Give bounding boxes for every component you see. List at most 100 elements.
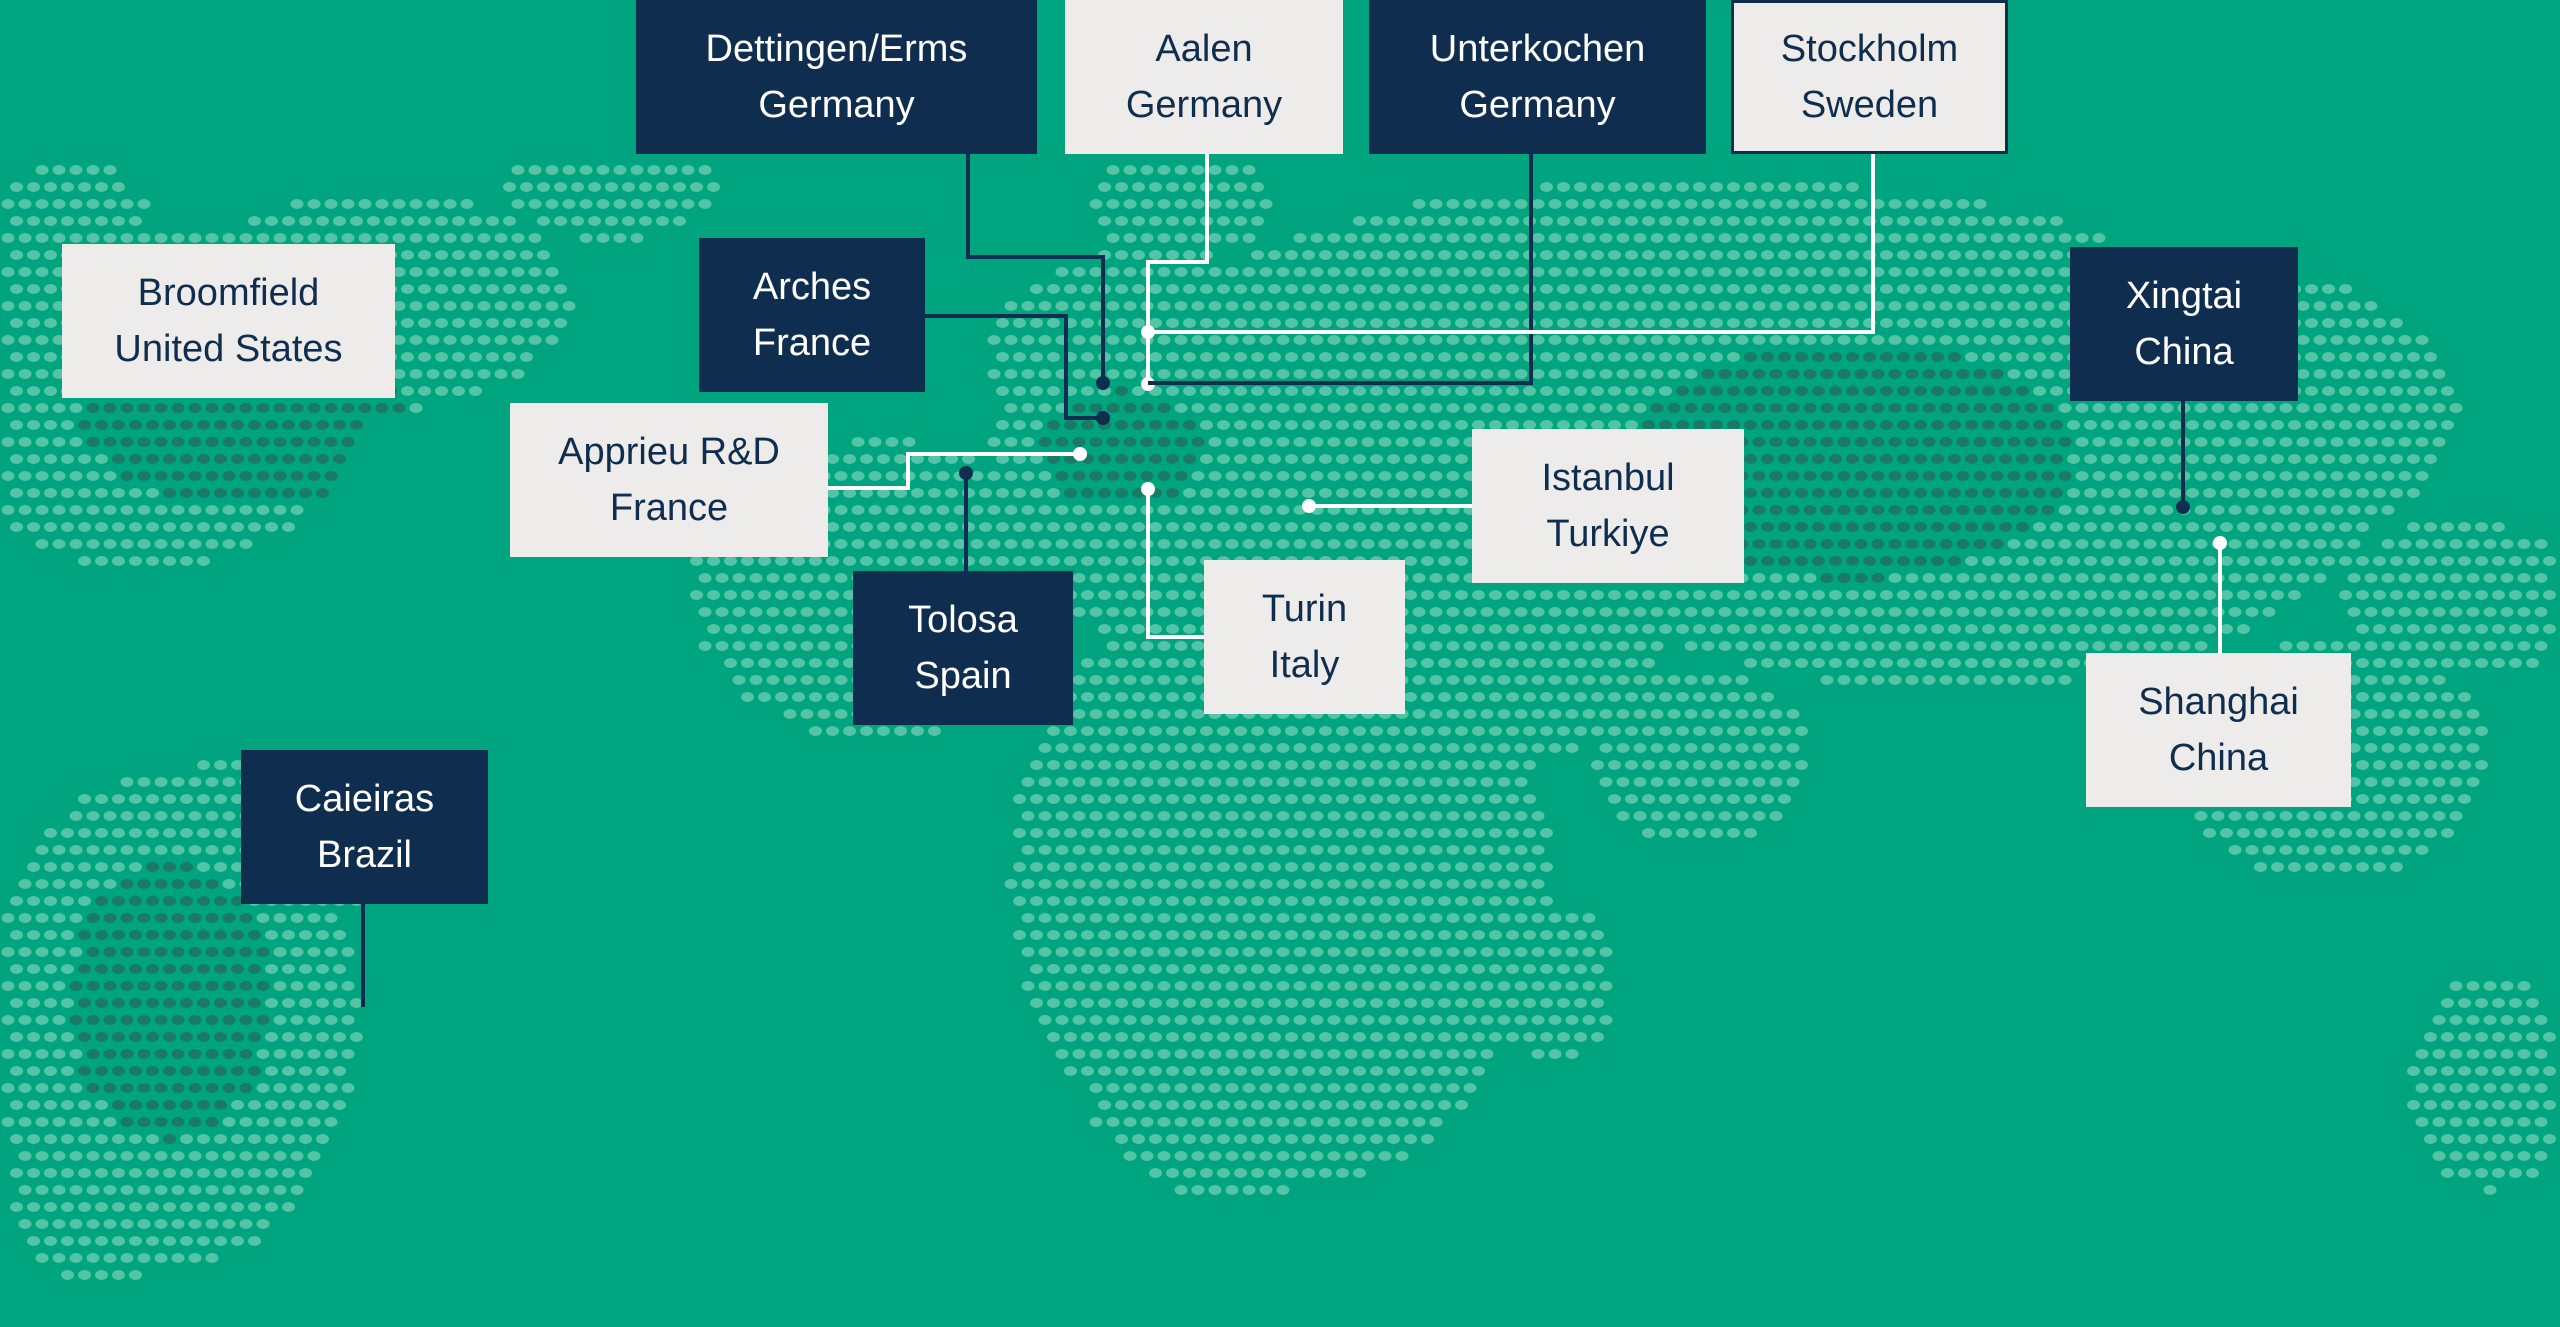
land-dot <box>1608 760 1621 770</box>
land-dot <box>1701 675 1715 685</box>
land-dot <box>953 539 967 549</box>
land-dot <box>2092 607 2106 617</box>
land-dot <box>1072 845 1086 855</box>
land-dot <box>120 437 134 447</box>
land-dot <box>1795 760 1808 770</box>
land-dot <box>137 981 151 991</box>
land-dot <box>27 420 40 430</box>
land-dot <box>197 556 210 566</box>
land-dot <box>265 454 278 464</box>
land-dot <box>1353 318 1366 328</box>
land-dot <box>1302 352 1315 362</box>
land-dot <box>1599 369 1613 379</box>
land-dot <box>1251 964 1264 974</box>
land-dot <box>1361 743 1375 753</box>
land-dot <box>1744 318 1757 328</box>
land-dot <box>2143 471 2157 481</box>
land-dot <box>1285 1168 1298 1178</box>
land-dot <box>681 199 695 209</box>
land-dot <box>1132 1066 1145 1076</box>
land-dot <box>1115 284 1128 294</box>
land-dot <box>86 403 100 413</box>
land-dot <box>1718 675 1732 685</box>
land-dot <box>1174 811 1188 821</box>
land-dot <box>1336 1134 1349 1144</box>
land-dot <box>1140 675 1154 685</box>
land-dot <box>52 1049 66 1059</box>
land-dot <box>1727 794 1740 804</box>
land-dot <box>1183 998 1196 1008</box>
land-dot <box>1523 1032 1536 1042</box>
land-dot <box>1 437 15 447</box>
land-dot <box>562 165 576 175</box>
land-dot <box>945 522 958 532</box>
land-dot <box>1285 930 1298 940</box>
land-dot <box>163 1134 176 1144</box>
land-dot <box>2118 420 2131 430</box>
land-dot <box>996 522 1009 532</box>
land-dot <box>1616 335 1630 345</box>
land-dot <box>1667 709 1681 719</box>
land-dot <box>418 216 431 226</box>
land-dot <box>1404 216 1417 226</box>
land-dot <box>1480 981 1494 991</box>
land-dot <box>1319 250 1332 260</box>
land-dot <box>1310 913 1324 923</box>
land-dot <box>256 1049 270 1059</box>
land-dot <box>401 216 414 226</box>
land-dot <box>188 1185 202 1195</box>
land-dot <box>1446 267 1460 277</box>
land-dot <box>103 879 117 889</box>
land-dot <box>1854 505 1868 515</box>
land-dot <box>2177 641 2191 651</box>
land-dot <box>299 964 312 974</box>
land-dot <box>1412 1015 1426 1025</box>
land-dot <box>1446 811 1460 821</box>
land-dot <box>1489 624 1502 634</box>
land-dot <box>1404 454 1417 464</box>
land-dot <box>2475 658 2488 668</box>
land-dot <box>1200 760 1213 770</box>
land-dot <box>1157 199 1171 209</box>
land-dot <box>1761 692 1774 702</box>
land-dot <box>452 284 465 294</box>
land-dot <box>2016 522 2029 532</box>
land-dot <box>1480 301 1494 311</box>
land-dot <box>1812 522 1825 532</box>
land-dot <box>2296 845 2310 855</box>
land-dot <box>1183 1032 1196 1042</box>
land-dot <box>1183 182 1196 192</box>
land-dot <box>2390 862 2403 872</box>
land-dot <box>1344 403 1358 413</box>
land-dot <box>1931 352 1944 362</box>
land-dot <box>146 1168 159 1178</box>
land-dot <box>1973 471 1987 481</box>
land-dot <box>2356 828 2369 838</box>
land-dot <box>1047 556 1060 566</box>
land-dot <box>1115 556 1128 566</box>
land-dot <box>1574 216 1587 226</box>
land-dot <box>188 811 202 821</box>
land-dot <box>1157 437 1171 447</box>
land-dot <box>902 505 916 515</box>
land-dot <box>273 913 287 923</box>
land-dot <box>154 233 168 243</box>
land-dot <box>1293 1083 1307 1093</box>
land-dot <box>1718 777 1732 787</box>
land-dot <box>1888 301 1902 311</box>
land-dot <box>205 539 219 549</box>
land-dot <box>2390 726 2403 736</box>
land-dot <box>1234 862 1247 872</box>
land-dot <box>1429 743 1443 753</box>
land-dot <box>231 964 244 974</box>
land-dot <box>1880 420 1893 430</box>
land-dot <box>1395 845 1409 855</box>
land-dot <box>1744 488 1757 498</box>
land-dot <box>1140 709 1154 719</box>
land-dot <box>1106 879 1120 889</box>
land-dot <box>1599 709 1613 719</box>
land-dot <box>222 233 236 243</box>
land-dot <box>2177 607 2191 617</box>
land-dot <box>1404 964 1417 974</box>
land-dot <box>945 488 958 498</box>
